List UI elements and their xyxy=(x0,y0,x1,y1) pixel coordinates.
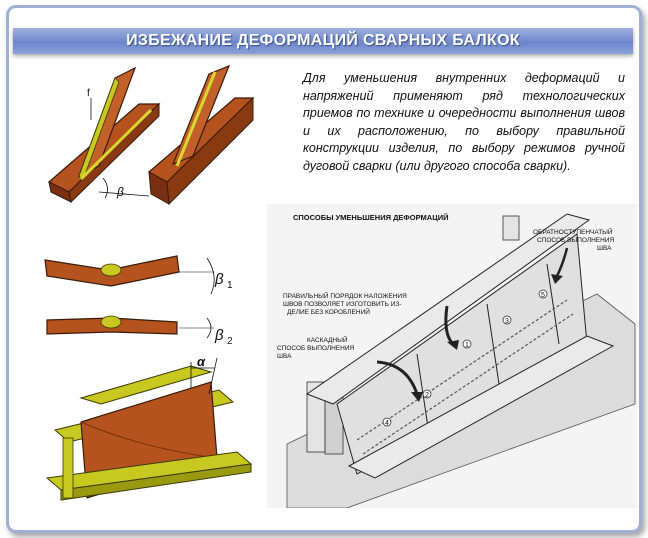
svg-text:ШВА: ШВА xyxy=(277,353,292,360)
label-correct-order: ПРАВИЛЬНЫЙ ПОРЯДОК НАЛОЖЕНИЯ ШВОВ ПОЗВОЛ… xyxy=(283,291,407,316)
label-sub2: 2 xyxy=(227,336,233,346)
svg-text:СПОСОБ ВЫПОЛНЕНИЯ: СПОСОБ ВЫПОЛНЕНИЯ xyxy=(537,237,615,244)
label-beta: β xyxy=(116,185,124,199)
svg-text:КАСКАДНЫЙ: КАСКАДНЫЙ xyxy=(307,335,348,344)
seq-number-5: 5 xyxy=(538,289,548,299)
label-reverse-step: ОБРАТНОСТУПЕНЧАТЫЙ СПОСОБ ВЫПОЛНЕНИЯ ШВА xyxy=(533,227,615,252)
seq-number-1: 1 xyxy=(462,339,472,349)
svg-text:ОБРАТНОСТУПЕНЧАТЫЙ: ОБРАТНОСТУПЕНЧАТЫЙ xyxy=(533,227,613,236)
svg-text:СПОСОБ ВЫПОЛНЕНИЯ: СПОСОБ ВЫПОЛНЕНИЯ xyxy=(277,345,355,352)
figure-deformation-methods: 1 2 3 4 5 СПОСОБЫ УМЕНЬШЕНИЯ ДЕФОРМАЦИЙ … xyxy=(267,204,637,508)
label-beta1: β xyxy=(214,271,224,288)
label-cascade: КАСКАДНЫЙ СПОСОБ ВЫПОЛНЕНИЯ ШВА xyxy=(277,335,355,360)
svg-text:1: 1 xyxy=(465,342,469,349)
svg-text:3: 3 xyxy=(505,318,509,325)
svg-text:ПРАВИЛЬНЫЙ ПОРЯДОК НАЛОЖЕНИЯ: ПРАВИЛЬНЫЙ ПОРЯДОК НАЛОЖЕНИЯ xyxy=(283,291,407,300)
label-sub1: 1 xyxy=(227,280,233,291)
svg-text:ШВА: ШВА xyxy=(597,245,612,252)
figure-bent-plates: β 1 β 2 xyxy=(44,255,233,346)
title-bar: ИЗБЕЖАНИЕ ДЕФОРМАЦИЙ СВАРНЫХ БАЛКОК xyxy=(13,28,633,54)
svg-text:2: 2 xyxy=(425,392,429,399)
slide-title: ИЗБЕЖАНИЕ ДЕФОРМАЦИЙ СВАРНЫХ БАЛКОК xyxy=(126,32,520,49)
label-alpha: α xyxy=(197,358,206,369)
svg-text:ШВОВ ПОЗВОЛЯЕТ ИЗГОТОВИТЬ ИЗ-: ШВОВ ПОЗВОЛЯЕТ ИЗГОТОВИТЬ ИЗ- xyxy=(283,301,401,308)
slide-frame: ИЗБЕЖАНИЕ ДЕФОРМАЦИЙ СВАРНЫХ БАЛКОК Для … xyxy=(6,5,642,533)
seq-number-2: 2 xyxy=(422,389,432,399)
figure-tee-beams: f β xyxy=(47,64,255,206)
intro-paragraph: Для уменьшения внутренних деформаций и н… xyxy=(303,71,625,173)
seq-number-3: 3 xyxy=(502,315,512,325)
svg-text:5: 5 xyxy=(541,292,545,299)
svg-text:ДЕЛИЕ БЕЗ КОРОБЛЕНИЙ: ДЕЛИЕ БЕЗ КОРОБЛЕНИЙ xyxy=(287,307,370,316)
svg-text:4: 4 xyxy=(385,420,389,427)
methods-title: СПОСОБЫ УМЕНЬШЕНИЯ ДЕФОРМАЦИЙ xyxy=(293,213,448,222)
seq-number-4: 4 xyxy=(382,417,392,427)
label-f: f xyxy=(87,88,90,99)
label-beta2: β xyxy=(214,327,224,344)
figure-i-beam: α xyxy=(45,358,253,501)
